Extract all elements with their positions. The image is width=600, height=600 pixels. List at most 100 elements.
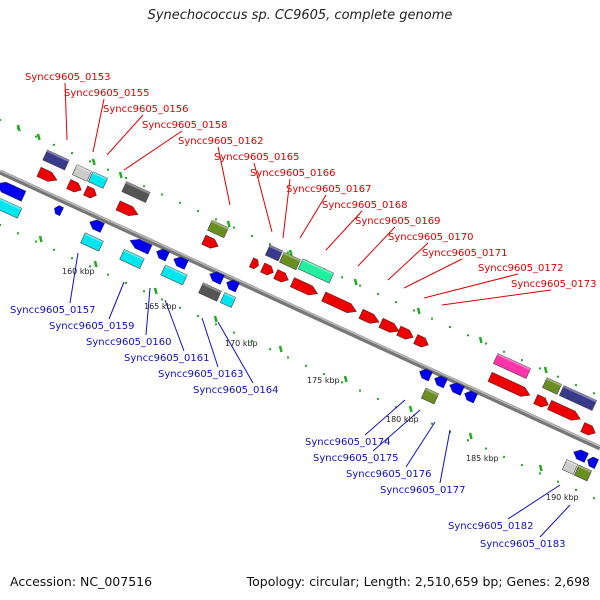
gene-feature[interactable]: [0, 195, 23, 219]
gene-label-reverse[interactable]: Syncc9605_0164: [193, 385, 279, 396]
gene-labels: Syncc9605_0153Syncc9605_0155Syncc9605_01…: [10, 72, 597, 550]
gene-feature[interactable]: [573, 464, 593, 482]
gene-feature[interactable]: [533, 394, 551, 410]
gene-feature[interactable]: [121, 181, 151, 203]
gene-feature[interactable]: [264, 244, 284, 262]
label-leader-line: [201, 317, 219, 368]
gene-feature[interactable]: [172, 255, 189, 270]
gene-feature[interactable]: [72, 164, 92, 182]
gene-feature[interactable]: [297, 258, 335, 284]
gene-feature[interactable]: [273, 269, 291, 285]
scale-tick: [408, 405, 413, 413]
gene-label-forward[interactable]: Syncc9605_0155: [64, 88, 150, 99]
gene-feature[interactable]: [321, 291, 359, 316]
gene-feature[interactable]: [396, 325, 416, 342]
gene-feature[interactable]: [572, 448, 589, 463]
scale-tick: [343, 375, 348, 383]
scale-dot: [377, 397, 379, 400]
gene-feature[interactable]: [160, 264, 188, 286]
gene-feature[interactable]: [36, 166, 59, 184]
label-leader-line: [539, 504, 571, 538]
gene-feature[interactable]: [542, 377, 562, 395]
scale-dot: [107, 168, 109, 171]
gene-label-forward[interactable]: Syncc9605_0162: [178, 136, 264, 147]
gene-feature[interactable]: [279, 251, 301, 271]
gene-label-forward[interactable]: Syncc9605_0169: [355, 216, 441, 227]
gene-feature[interactable]: [432, 374, 448, 389]
gene-label-reverse[interactable]: Syncc9605_0161: [124, 353, 210, 364]
gene-feature[interactable]: [207, 219, 229, 239]
gene-label-forward[interactable]: Syncc9605_0153: [25, 72, 111, 83]
gene-feature[interactable]: [115, 200, 140, 219]
gene-label-reverse[interactable]: Syncc9605_0182: [448, 521, 534, 532]
gene-feature[interactable]: [198, 282, 222, 302]
gene-label-forward[interactable]: Syncc9605_0165: [214, 152, 300, 163]
gene-label-forward[interactable]: Syncc9605_0171: [422, 248, 508, 259]
gene-feature[interactable]: [378, 317, 401, 335]
gene-feature[interactable]: [547, 400, 582, 423]
scale-dot: [323, 373, 325, 376]
gene-label-reverse[interactable]: Syncc9605_0176: [346, 469, 432, 480]
gene-label-forward[interactable]: Syncc9605_0166: [250, 168, 336, 179]
gene-feature[interactable]: [448, 381, 465, 396]
gene-feature[interactable]: [88, 218, 105, 233]
gene-feature[interactable]: [492, 353, 532, 379]
gene-feature[interactable]: [154, 247, 170, 262]
gene-label-reverse[interactable]: Syncc9605_0183: [480, 539, 566, 550]
gene-label-forward[interactable]: Syncc9605_0156: [103, 104, 189, 115]
gene-feature[interactable]: [558, 385, 598, 411]
gene-label-reverse[interactable]: Syncc9605_0174: [305, 437, 391, 448]
gene-label-forward[interactable]: Syncc9605_0170: [388, 232, 474, 243]
gene-feature[interactable]: [462, 389, 478, 404]
gene-feature[interactable]: [201, 234, 221, 251]
label-leader-line: [325, 210, 363, 251]
gene-feature[interactable]: [42, 149, 70, 171]
gene-label-forward[interactable]: Syncc9605_0172: [478, 263, 564, 274]
scale-dot: [521, 464, 523, 467]
label-leader-line: [69, 252, 79, 304]
gene-feature[interactable]: [487, 371, 532, 399]
gene-feature[interactable]: [417, 367, 433, 382]
label-leader-line: [439, 429, 451, 484]
gene-label-reverse[interactable]: Syncc9605_0175: [313, 453, 399, 464]
gene-feature[interactable]: [585, 455, 599, 469]
gene-feature[interactable]: [0, 179, 27, 202]
gene-feature[interactable]: [52, 204, 64, 217]
scale-dot: [539, 472, 541, 475]
gene-label-reverse[interactable]: Syncc9605_0157: [10, 305, 96, 316]
gene-label-reverse[interactable]: Syncc9605_0159: [49, 321, 135, 332]
gene-feature[interactable]: [260, 262, 275, 277]
gene-feature[interactable]: [358, 308, 381, 326]
scale-dot: [89, 160, 91, 163]
gene-feature[interactable]: [208, 270, 225, 285]
label-leader-line: [403, 258, 463, 289]
gene-feature[interactable]: [413, 334, 431, 350]
gene-label-forward[interactable]: Syncc9605_0167: [286, 184, 372, 195]
gene-feature[interactable]: [128, 236, 153, 255]
gene-label-forward[interactable]: Syncc9605_0158: [142, 120, 228, 131]
scale-dot: [143, 290, 145, 293]
gene-label-reverse[interactable]: Syncc9605_0160: [86, 337, 172, 348]
gene-feature[interactable]: [219, 292, 237, 308]
gene-feature[interactable]: [88, 171, 108, 189]
scale-dot: [161, 298, 163, 301]
gene-feature[interactable]: [66, 179, 84, 195]
scale-dot: [251, 339, 253, 342]
gene-feature[interactable]: [248, 257, 260, 270]
gene-feature[interactable]: [119, 249, 145, 269]
gene-feature[interactable]: [420, 387, 440, 405]
gene-feature[interactable]: [580, 422, 598, 438]
gene-label-forward[interactable]: Syncc9605_0173: [511, 279, 597, 290]
label-leader-line: [164, 299, 185, 352]
gene-feature[interactable]: [80, 232, 104, 252]
gene-label-reverse[interactable]: Syncc9605_0177: [380, 485, 466, 496]
gene-label-reverse[interactable]: Syncc9605_0163: [158, 369, 244, 380]
gene-label-forward[interactable]: Syncc9605_0168: [322, 200, 408, 211]
scale-dot: [233, 331, 235, 334]
scale-dot: [161, 193, 163, 196]
gene-feature[interactable]: [224, 278, 240, 293]
gene-feature[interactable]: [83, 185, 98, 200]
gene-feature[interactable]: [289, 277, 320, 299]
scale-dot: [125, 281, 127, 284]
gene-feature[interactable]: [561, 459, 579, 475]
